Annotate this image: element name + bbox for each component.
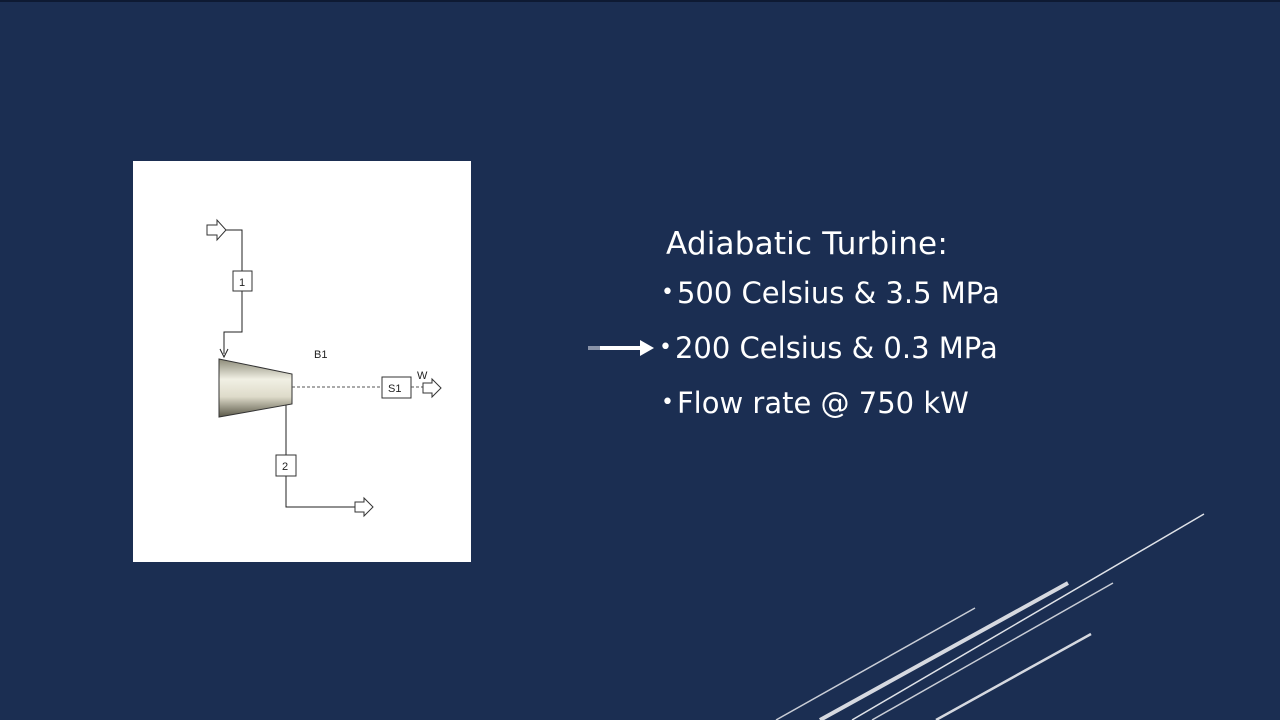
product-arrow-icon <box>354 496 374 518</box>
process-flow-diagram: 1 B1 S1 W 2 <box>133 161 471 562</box>
bullet-dot: • <box>661 280 674 305</box>
turbine-block[interactable] <box>218 358 293 418</box>
bullet-outlet-conditions: •200 Celsius & 0.3 MPa <box>659 331 998 365</box>
work-outlet-arrow-icon <box>422 377 442 399</box>
pointer-arrow-icon <box>588 340 654 356</box>
inlet-stream-line <box>223 229 243 354</box>
work-stream-label: S1 <box>388 383 401 395</box>
stream-1-box[interactable] <box>232 270 253 292</box>
slide-heading: Adiabatic Turbine: <box>666 226 948 262</box>
bullet-text: Flow rate @ 750 kW <box>676 386 969 420</box>
stream-2-label: 2 <box>282 461 288 473</box>
bullet-flow-rate: •Flow rate @ 750 kW <box>661 386 969 420</box>
bullet-inlet-conditions: •500 Celsius & 3.5 MPa <box>661 276 1000 310</box>
bullet-text: 200 Celsius & 0.3 MPa <box>674 331 998 365</box>
turbine-flowsheet: 1 B1 S1 W 2 <box>206 218 442 518</box>
outlet-stream-line <box>285 405 355 508</box>
bullet-dot: • <box>661 390 674 415</box>
bullet-text: 500 Celsius & 3.5 MPa <box>676 276 1000 310</box>
stream-2-box[interactable] <box>275 454 297 477</box>
stream-1-label: 1 <box>239 277 245 289</box>
top-edge <box>0 0 1280 2</box>
feed-arrow-icon <box>206 218 227 242</box>
block-label: B1 <box>314 349 327 361</box>
bullet-dot: • <box>659 335 672 360</box>
work-label: W <box>417 370 428 382</box>
